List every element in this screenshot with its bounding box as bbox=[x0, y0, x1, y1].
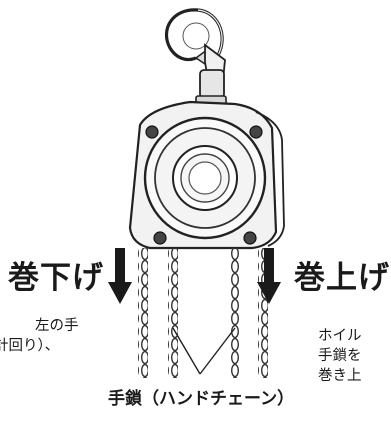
left-note-line2: 計回り）、 bbox=[0, 338, 60, 354]
hand-chain-right bbox=[230, 248, 268, 378]
right-note-line2: 手鎖を bbox=[318, 348, 362, 364]
hoist-body bbox=[128, 100, 285, 250]
hand-chain-caption: 手鎖（ハンドチェーン） bbox=[108, 389, 295, 409]
lower-arrow-icon bbox=[108, 248, 132, 304]
raise-label: 巻上げ bbox=[294, 260, 390, 296]
raise-arrow-icon bbox=[257, 248, 281, 304]
hand-chain-left bbox=[138, 248, 178, 378]
caption-pointer-lines bbox=[172, 327, 236, 375]
left-note-line1: 左の手 bbox=[35, 318, 79, 334]
right-note-line3: 巻き上 bbox=[318, 368, 362, 384]
lower-label: 巻下げ bbox=[8, 260, 104, 296]
right-note-line1: ホイル bbox=[318, 328, 362, 344]
